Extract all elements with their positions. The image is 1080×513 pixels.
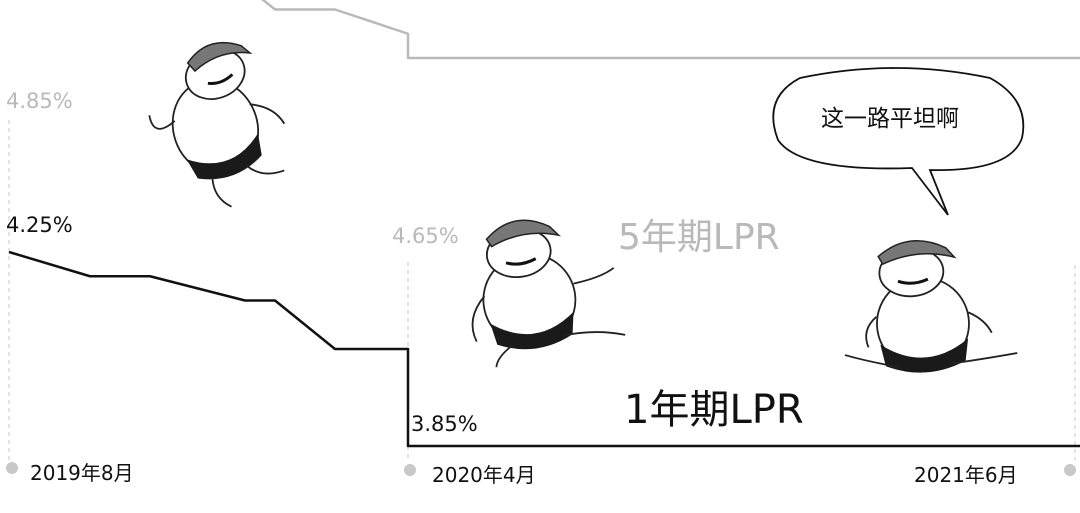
series-line-1y (8, 250, 1080, 448)
series-1y-start-label: 4.25% (6, 213, 73, 237)
series-5y-end-label: 4.65% (392, 224, 459, 248)
cartoon-runner-right (844, 240, 1018, 373)
series-1y-end-label: 3.85% (411, 412, 478, 436)
speech-bubble-text: 这一路平坦啊 (821, 106, 959, 132)
x-tick-label-start: 2019年8月 (30, 461, 134, 485)
series-line-5y (261, 0, 1080, 60)
series-5y-start-label: 4.85% (6, 89, 73, 113)
series-5y-name: 5年期LPR (618, 217, 780, 258)
x-tick-label-mid: 2020年4月 (432, 463, 536, 487)
cartoon-runner-top (148, 41, 286, 208)
x-marker-mid (404, 464, 416, 476)
series-1y-name: 1年期LPR (624, 387, 804, 433)
x-marker-start (6, 462, 18, 474)
cartoon-runner-middle (471, 219, 626, 368)
speech-bubble: 这一路平坦啊 (772, 67, 1025, 216)
x-tick-label-end: 2021年6月 (914, 463, 1018, 487)
x-marker-end (1064, 464, 1076, 476)
